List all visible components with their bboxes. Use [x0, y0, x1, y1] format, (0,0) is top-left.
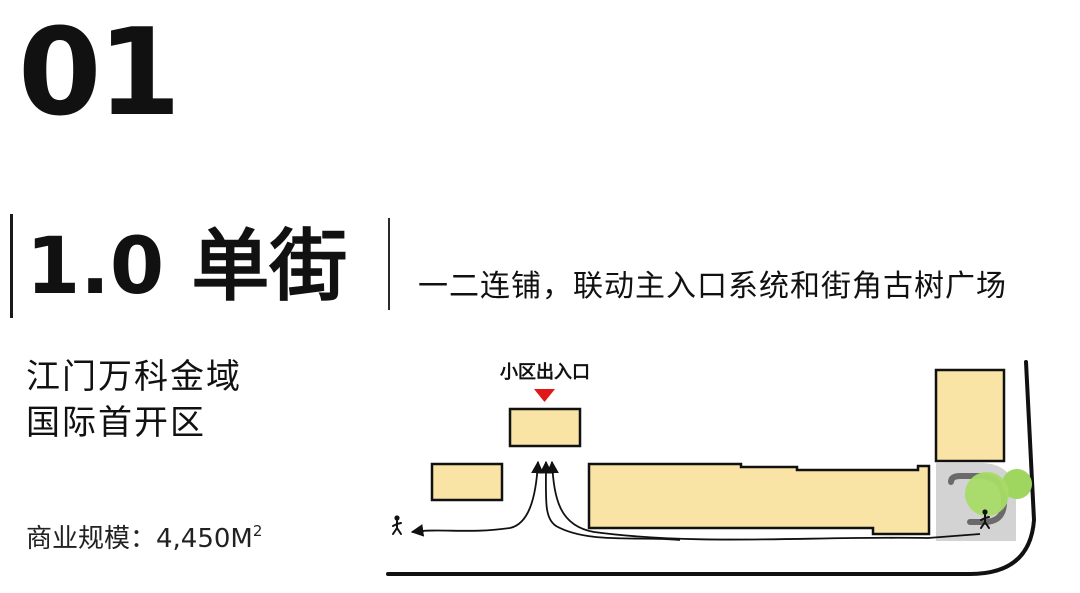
street-edge-line [386, 360, 1037, 576]
pedestrian-icon [980, 509, 990, 529]
pedestrian-icon [392, 515, 402, 535]
area-unit-superscript: 2 [252, 522, 263, 540]
project-name-line-2: 国际首开区 [26, 403, 206, 444]
building-corner-tower [934, 368, 1006, 463]
building-west-block [430, 462, 504, 502]
flow-line-west [410, 460, 544, 537]
commercial-area-label: 商业规模：4,450M2 [26, 524, 262, 554]
commercial-area-text: 商业规模：4,450M [26, 524, 253, 554]
flow-line-central [539, 460, 681, 541]
section-subtitle: 一二连铺，联动主入口系统和街角古树广场 [418, 269, 1007, 304]
vertical-divider-middle [388, 218, 390, 310]
entrance-label: 小区出入口 [500, 361, 590, 383]
project-name-line-1: 江门万科金域 [26, 357, 242, 397]
building-entrance-block [508, 407, 582, 448]
project-name: 江门万科金域 国际首开区 [26, 354, 242, 446]
section-number: 01 [18, 4, 181, 143]
tree-icon [965, 472, 1009, 516]
vertical-divider-left [10, 214, 13, 318]
building-main-row [587, 462, 931, 536]
flow-line-east [546, 460, 981, 541]
tree-icon [1002, 469, 1032, 499]
section-title: 1.0 单街 [26, 222, 348, 312]
site-plan-diagram: 小区出入口 [386, 360, 1037, 576]
entrance-arrow-icon [534, 389, 555, 402]
